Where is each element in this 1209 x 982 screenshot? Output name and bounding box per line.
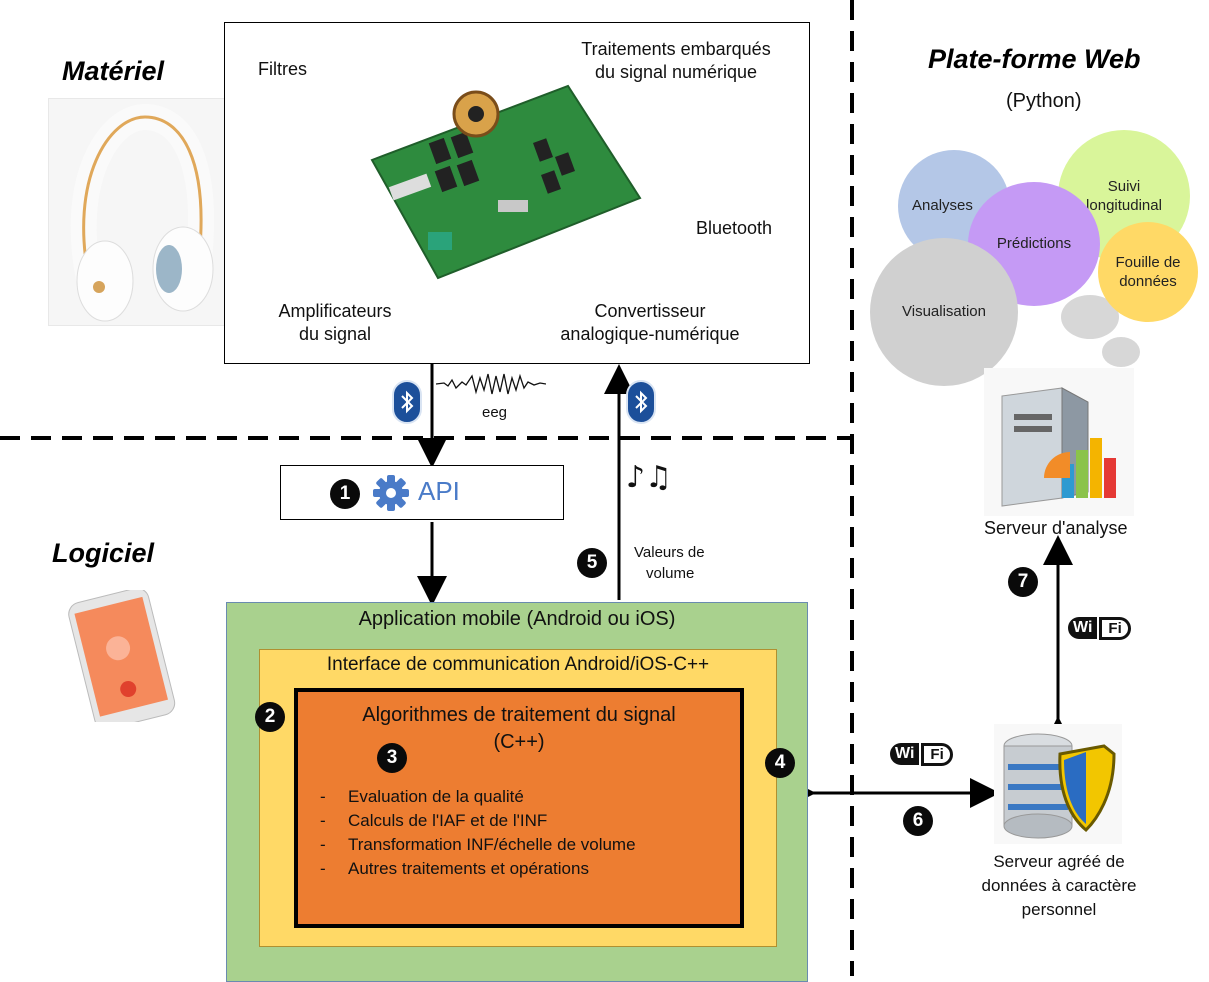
board-label-filters: Filtres: [258, 59, 307, 79]
gear-icon: [373, 475, 409, 511]
step-7-badge: 7: [1008, 567, 1038, 597]
list-item: Autres traitements et opérations: [320, 857, 636, 881]
music-note-icon: ♪♫: [626, 460, 673, 495]
amplifiers-line-2: du signal: [298, 323, 372, 344]
board-label-embedded-processing: Traitements embarqués du signal numériqu…: [550, 38, 802, 83]
embedded-line-2: du signal numérique: [594, 61, 758, 82]
converter-line-2: analogique-numérique: [560, 323, 740, 344]
embedded-line-1: Traitements embarqués: [581, 39, 771, 59]
suivi-line-2: longitudinal: [1086, 197, 1162, 214]
signal-algorithms-title: Algorithmes de traitement du signal (C++…: [294, 702, 744, 756]
data-server-image: [994, 724, 1122, 844]
algo-title-line-2: (C++): [493, 731, 545, 753]
fouille-line-1: Fouille de: [1115, 253, 1181, 271]
hardware-section-title: Matériel: [62, 56, 165, 86]
eeg-waveform: [436, 373, 546, 395]
step-1-badge: 1: [330, 479, 360, 509]
api-label: API: [418, 476, 460, 506]
board-label-converter: Convertisseur analogique-numérique: [540, 300, 760, 345]
smartphone-icon: [68, 587, 176, 730]
fouille-line-2: données: [1119, 273, 1177, 290]
volume-values-label: Valeurs de volume: [634, 542, 705, 584]
data-server-line-2: données à caractère: [981, 875, 1137, 895]
smartphone-image: [46, 587, 194, 730]
algorithm-list: Evaluation de la qualité Calculs de l'IA…: [320, 785, 636, 881]
bluetooth-glyph: [401, 390, 414, 414]
communication-interface-title: Interface de communication Android/iOS-C…: [326, 654, 710, 675]
bluetooth-icon-right: [626, 380, 656, 424]
wifi-wi: Wi: [1068, 617, 1098, 639]
headphones-image: [48, 98, 226, 326]
circuit-board-image: [370, 84, 642, 280]
software-section-title: Logiciel: [52, 538, 155, 568]
board-label-bluetooth: Bluetooth: [696, 218, 773, 238]
bluetooth-glyph: [635, 390, 648, 414]
data-server-label: Serveur agréé de données à caractère per…: [954, 850, 1164, 921]
headphones-icon: [70, 103, 215, 322]
volume-line-2: volume: [646, 565, 695, 582]
analysis-server-image: [984, 368, 1134, 516]
web-platform-title: Plate-forme Web: [928, 44, 1141, 74]
web-platform-subtitle: (Python): [1006, 90, 1082, 112]
step-5-badge: 5: [577, 548, 607, 578]
step-2-badge: 2: [255, 702, 285, 732]
api-box: [280, 465, 564, 520]
mobile-app-title: Application mobile (Android ou iOS): [358, 608, 676, 630]
list-item: Calculs de l'IAF et de l'INF: [320, 809, 636, 833]
amplifiers-line-1: Amplificateurs: [278, 301, 392, 321]
bubble-fouille-de-donnees: Fouille de données: [1098, 222, 1198, 322]
bluetooth-icon-left: [392, 380, 422, 424]
converter-line-1: Convertisseur: [594, 301, 706, 321]
data-server-line-1: Serveur agréé de: [993, 852, 1125, 871]
wifi-fi: Fi: [1099, 616, 1131, 640]
bubble-visualisation: Visualisation: [870, 238, 1018, 386]
analysis-server-label: Serveur d'analyse: [984, 518, 1128, 538]
list-item: Evaluation de la qualité: [320, 785, 636, 809]
volume-line-1: Valeurs de: [634, 544, 705, 561]
step-3-badge: 3: [377, 743, 407, 773]
eeg-label: eeg: [482, 404, 508, 421]
list-item: Transformation INF/échelle de volume: [320, 833, 636, 857]
step-4-badge: 4: [765, 748, 795, 778]
algo-title-line-1: Algorithmes de traitement du signal: [362, 704, 676, 726]
wifi-fi: Fi: [921, 742, 953, 766]
board-label-amplifiers: Amplificateurs du signal: [260, 300, 410, 345]
wifi-wi: Wi: [890, 743, 920, 765]
bubble-predictions: Prédictions: [968, 182, 1100, 306]
data-server-line-3: personnel: [1021, 899, 1097, 919]
step-6-badge: 6: [903, 806, 933, 836]
suivi-line-1: Suivi: [1107, 177, 1141, 195]
